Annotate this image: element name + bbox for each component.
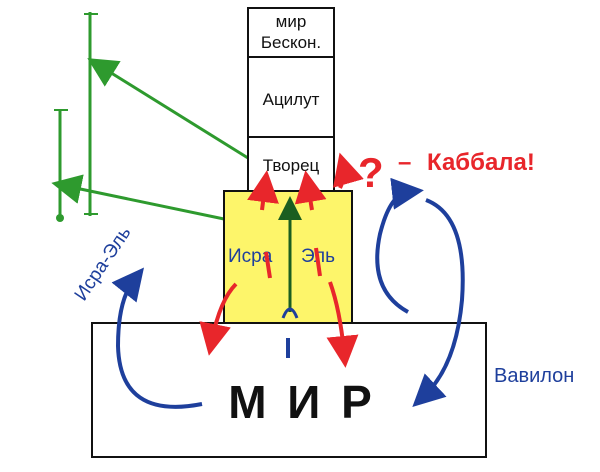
blue-arrows [111,177,465,409]
red-arrows [199,152,364,368]
question-mark: ? [358,149,384,196]
green-arrows [51,58,249,226]
kabbala-annotation: ? – Каббала! [358,149,535,196]
creator-label: Творец [263,156,320,175]
kabbala-dash: – [398,149,411,176]
kabbala-label: Каббала! [427,149,535,176]
israel-box: Исра Эль [223,190,353,324]
world-label: М И Р [228,376,376,428]
babylon-label: Вавилон [494,365,574,387]
israel-label-left: Исра [228,246,273,267]
atzilut-label: Ацилут [263,90,320,109]
infinite-world-label-line2: Бескон. [261,33,321,52]
infinite-world-label-line1: мир [276,12,307,31]
israel-rising-arrow [278,196,302,319]
atzilut-box: Ацилут [247,56,335,138]
creator-box: Творец [247,136,335,192]
infinite-world-box: мир Бескон. [247,7,335,58]
